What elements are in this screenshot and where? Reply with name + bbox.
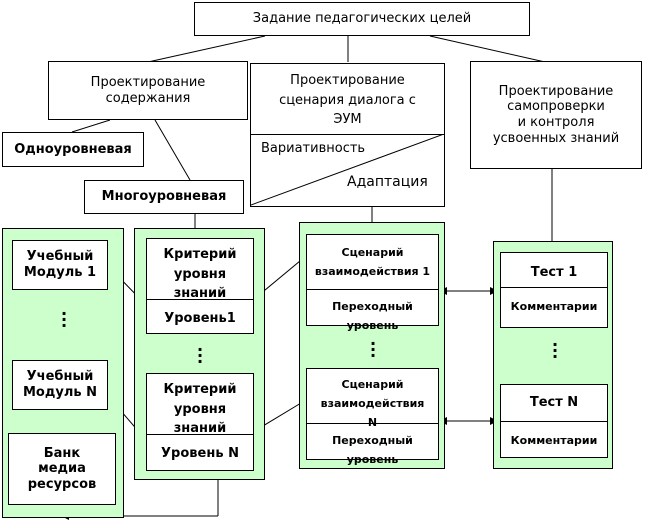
variativity-label: Вариативность xyxy=(261,141,366,156)
dialog-design-box: Проектирование сценария диалога с ЭУМ Ва… xyxy=(250,63,445,207)
dialog-design-label: Проектирование сценария диалога с ЭУМ xyxy=(279,73,416,128)
tests-column: Тест 1 Комментарии ... Тест N Комментари… xyxy=(493,241,613,469)
transition-n-label: Переходный уровень xyxy=(332,434,413,466)
modules-ellipsis: ... xyxy=(61,300,68,331)
scenario-n-divider xyxy=(307,423,438,424)
criterion-1-label: Критерий уровня знаний xyxy=(163,247,237,302)
modules-column: Учебный Модуль 1 ... Учебный Модуль N Ба… xyxy=(2,228,124,518)
scenario-n-label: Сценарий взаимодействия N xyxy=(320,378,425,429)
single-level-box: Одноуровневая xyxy=(2,132,144,167)
content-design-label: Проектирование содержания xyxy=(90,74,206,106)
selfcheck-design-label: Проектирование самопроверки и контроля у… xyxy=(492,83,620,146)
criterion-1-divider xyxy=(147,299,253,300)
test-1-divider xyxy=(501,287,607,288)
comments-1-label: Комментарии xyxy=(510,300,598,313)
test-1-box: Тест 1 Комментарии xyxy=(500,252,608,328)
single-level-label: Одноуровневая xyxy=(14,141,132,157)
module-n-box: Учебный Модуль N xyxy=(12,360,108,410)
pedagogical-goals-label: Задание педагогических целей xyxy=(252,11,472,27)
scenarios-column: Сценарий взаимодействия 1 Переходный уро… xyxy=(299,222,445,469)
scenario-1-box: Сценарий взаимодействия 1 Переходный уро… xyxy=(306,234,439,332)
comments-n-label: Комментарии xyxy=(510,434,598,447)
dialog-design-divider xyxy=(251,134,444,135)
criterion-n-label: Критерий уровня знаний xyxy=(163,382,237,437)
test-1-label: Тест 1 xyxy=(530,265,578,280)
scenario-1-divider xyxy=(307,289,438,290)
transition-1-label: Переходный уровень xyxy=(332,300,413,332)
criterion-n-box: Критерий уровня знаний Уровень N xyxy=(146,373,254,471)
levels-column: Критерий уровня знаний Уровень1 ... Крит… xyxy=(134,228,265,480)
criterion-n-divider xyxy=(147,434,253,435)
adaptation-label: Адаптация xyxy=(347,174,428,190)
pedagogical-goals-box: Задание педагогических целей xyxy=(194,2,530,36)
module-n-label: Учебный Модуль N xyxy=(23,369,97,400)
levels-ellipsis: ... xyxy=(197,336,204,367)
level-n-label: Уровень N xyxy=(161,446,239,461)
selfcheck-design-box: Проектирование самопроверки и контроля у… xyxy=(470,61,642,169)
content-design-box: Проектирование содержания xyxy=(48,61,248,120)
module-1-box: Учебный Модуль 1 xyxy=(12,240,108,290)
test-n-divider xyxy=(501,421,607,422)
dialog-design-diagonal xyxy=(251,134,444,206)
criterion-1-box: Критерий уровня знаний Уровень1 xyxy=(146,238,254,334)
module-1-label: Учебный Модуль 1 xyxy=(23,249,97,280)
multi-level-label: Многоуровневая xyxy=(101,189,227,205)
test-n-label: Тест N xyxy=(529,395,579,410)
scenario-1-label: Сценарий взаимодействия 1 xyxy=(314,246,431,278)
scenario-n-box: Сценарий взаимодействия N Переходный уро… xyxy=(306,368,439,466)
scenarios-ellipsis: ... xyxy=(370,330,377,361)
level-1-label: Уровень1 xyxy=(164,311,236,326)
test-n-box: Тест N Комментарии xyxy=(500,384,608,458)
media-bank-label: Банк медиа ресурсов xyxy=(27,445,97,492)
multi-level-box: Многоуровневая xyxy=(84,180,244,214)
media-bank-box: Банк медиа ресурсов xyxy=(8,433,116,505)
tests-ellipsis: ... xyxy=(552,331,559,362)
